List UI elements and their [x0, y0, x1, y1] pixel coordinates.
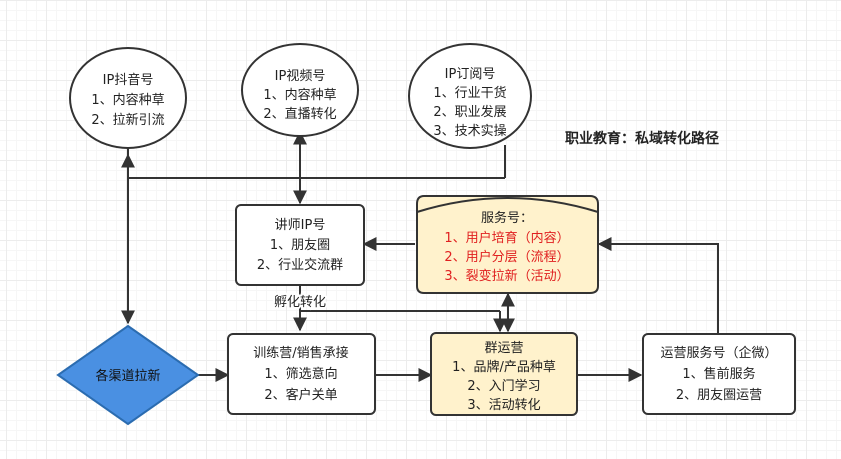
xunlian-line-1: 1、筛选意向	[264, 366, 337, 382]
node-qunyunying: 群运营 1、品牌/产品种草 2、入门学习 3、活动转化	[430, 332, 578, 416]
jiangshi-line-2: 2、行业交流群	[257, 257, 343, 273]
dingyue-line-2: 2、职业发展	[433, 104, 506, 120]
douyin-title: IP抖音号	[103, 72, 154, 88]
dingyue-title: IP订阅号	[445, 67, 496, 82]
diagram-title: 职业教育：私域转化路径	[565, 130, 719, 147]
qunyunying-line-2: 2、入门学习	[467, 378, 540, 394]
yunying-line-1: 1、售前服务	[682, 366, 755, 382]
douyin-line-2: 2、拉新引流	[91, 112, 164, 128]
edge-label-incubation: 孵化转化	[274, 295, 326, 310]
node-qudao: 各渠道拉新	[56, 324, 200, 426]
xunlian-title: 训练营/销售承接	[253, 345, 348, 361]
node-jiangshi: 讲师IP号 1、朋友圈 2、行业交流群	[235, 204, 365, 286]
node-xunlian: 训练营/销售承接 1、筛选意向 2、客户关单	[227, 333, 376, 415]
yunying-title: 运营服务号（企微）	[660, 345, 777, 361]
qunyunying-line-3: 3、活动转化	[467, 398, 540, 413]
fuwu-line-3: 3、裂变拉新（活动）	[444, 268, 569, 284]
node-yunying: 运营服务号（企微） 1、售前服务 2、朋友圈运营	[642, 333, 796, 415]
qunyunying-title: 群运营	[484, 341, 523, 356]
shipin-line-1: 1、内容种草	[263, 87, 336, 103]
connectors	[121, 130, 719, 382]
jiangshi-title: 讲师IP号	[275, 218, 326, 233]
qudao-title: 各渠道拉新	[95, 368, 160, 384]
yunying-fuwu-link	[597, 237, 719, 334]
node-dingyue: IP订阅号 1、行业干货 2、职业发展 3、技术实操	[408, 43, 532, 149]
dingyue-line-3: 3、技术实操	[433, 123, 506, 139]
yunying-line-2: 2、朋友圈运营	[676, 387, 762, 403]
jiangshi-line-1: 1、朋友圈	[270, 237, 330, 253]
xunlian-line-2: 2、客户关单	[264, 387, 337, 403]
fuwu-line-1: 1、用户培育（内容）	[444, 230, 569, 246]
douyin-line-1: 1、内容种草	[91, 92, 164, 108]
node-fuwu: 服务号： 1、用户培育（内容） 2、用户分层（流程） 3、裂变拉新（活动）	[416, 195, 599, 294]
shipin-line-2: 2、直播转化	[263, 107, 336, 122]
qunyunying-line-1: 1、品牌/产品种草	[452, 359, 556, 375]
fuwu-line-2: 2、用户分层（流程）	[444, 249, 569, 265]
node-douyin: IP抖音号 1、内容种草 2、拉新引流	[69, 47, 187, 149]
shipin-title: IP视频号	[275, 69, 326, 84]
dingyue-line-1: 1、行业干货	[433, 85, 506, 101]
node-shipin: IP视频号 1、内容种草 2、直播转化	[241, 43, 359, 137]
fuwu-title: 服务号：	[481, 210, 533, 226]
